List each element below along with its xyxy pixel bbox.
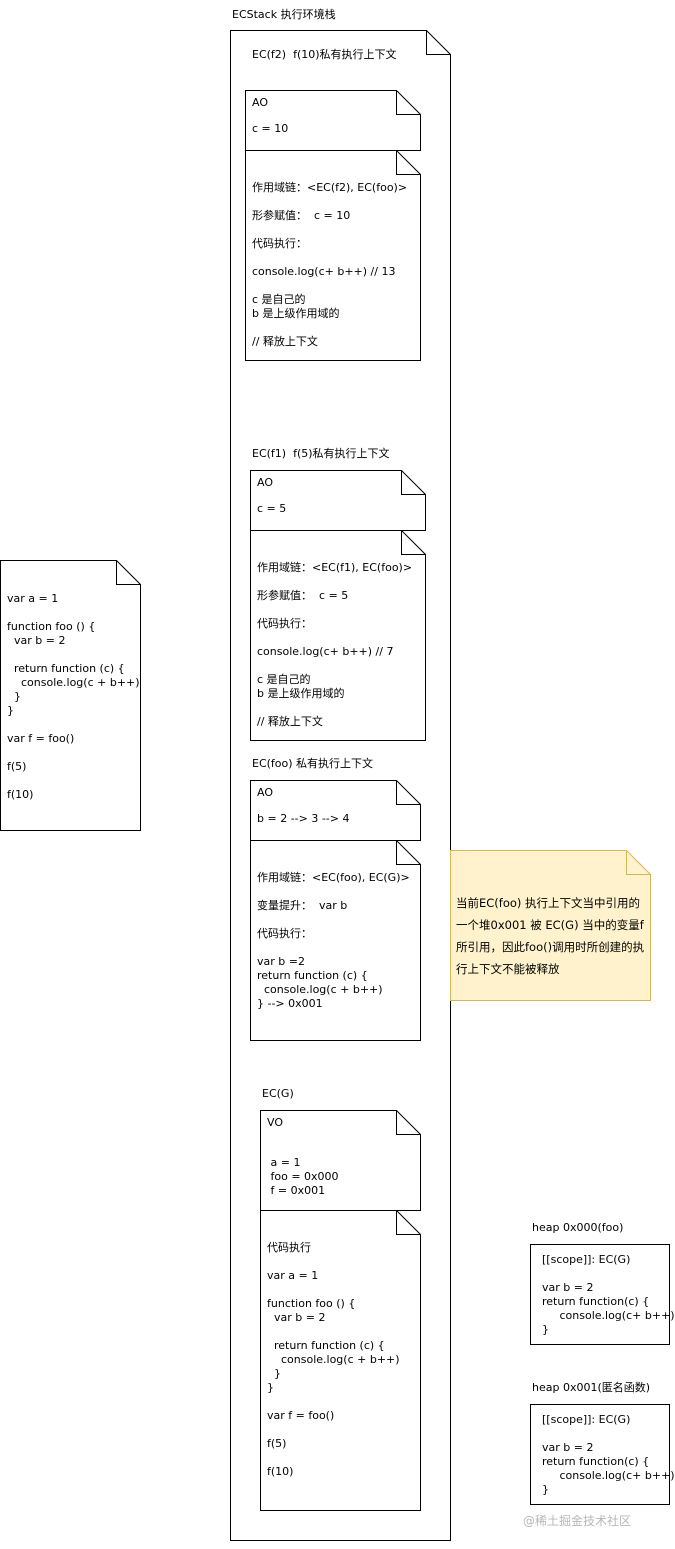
note-fold bbox=[626, 850, 651, 875]
ec-foo-ao-value: b = 2 --> 3 --> 4 bbox=[257, 812, 350, 825]
ec-f2-ao-value: c = 10 bbox=[252, 122, 289, 135]
heap-anon-title: heap 0x001(匿名函数) bbox=[532, 1381, 651, 1394]
ec-f1-body-box bbox=[250, 530, 426, 741]
ec-g-vo-box bbox=[260, 1110, 421, 1211]
ec-foo-body: 作用域链：<EC(foo), EC(G)> 变量提升： var b 代码执行： … bbox=[257, 871, 410, 1010]
ec-foo-ao-label: AO bbox=[257, 786, 273, 799]
watermark: @稀土掘金技术社区 bbox=[523, 1514, 632, 1528]
heap-anon-body: [[scope]]: EC(G) var b = 2 return functi… bbox=[542, 1413, 675, 1496]
ecstack-title: ECStack 执行环境栈 bbox=[232, 8, 336, 21]
ec-foo-title: EC(foo) 私有执行上下文 bbox=[252, 757, 374, 770]
note-text: 当前EC(foo) 执行上下文当中引用的一个堆0x001 被 EC(G) 当中的… bbox=[456, 896, 645, 976]
ec-f2-body: 作用域链：<EC(f2), EC(foo)> 形参赋值： c = 10 代码执行… bbox=[252, 181, 408, 348]
ec-f1-title: EC(f1) f(5)私有执行上下文 bbox=[252, 447, 390, 460]
ec-f2-title: EC(f2) f(10)私有执行上下文 bbox=[252, 48, 397, 61]
ec-g-vo-value: a = 1 foo = 0x000 f = 0x001 bbox=[270, 1156, 339, 1197]
ec-f2-body-box bbox=[245, 150, 421, 361]
ec-g-vo-label: VO bbox=[267, 1116, 283, 1129]
ec-f1-ao-label: AO bbox=[257, 476, 273, 489]
note-box bbox=[450, 850, 651, 1001]
heap-foo-box bbox=[530, 1244, 670, 1345]
heap-foo-body: [[scope]]: EC(G) var b = 2 return functi… bbox=[542, 1253, 675, 1336]
ec-f1-ao-value: c = 5 bbox=[257, 502, 287, 515]
ec-f2-ao-label: AO bbox=[252, 96, 268, 109]
source-code: var a = 1 function foo () { var b = 2 re… bbox=[7, 592, 140, 801]
ec-foo-body-box bbox=[250, 840, 421, 1041]
ec-g-title: EC(G) bbox=[262, 1087, 294, 1100]
ec-g-body-box bbox=[260, 1210, 421, 1511]
heap-anon-box bbox=[530, 1404, 670, 1505]
ec-g-body: 代码执行 var a = 1 function foo () { var b =… bbox=[267, 1241, 400, 1478]
heap-foo-title: heap 0x000(foo) bbox=[532, 1221, 624, 1234]
ec-f1-body: 作用域链：<EC(f1), EC(foo)> 形参赋值： c = 5 代码执行：… bbox=[257, 561, 413, 728]
ec-foo-ao-box bbox=[250, 780, 421, 841]
ec-f2-ao-box bbox=[245, 90, 421, 151]
ec-f1-ao-box bbox=[250, 470, 426, 531]
source-code-box bbox=[0, 560, 141, 831]
